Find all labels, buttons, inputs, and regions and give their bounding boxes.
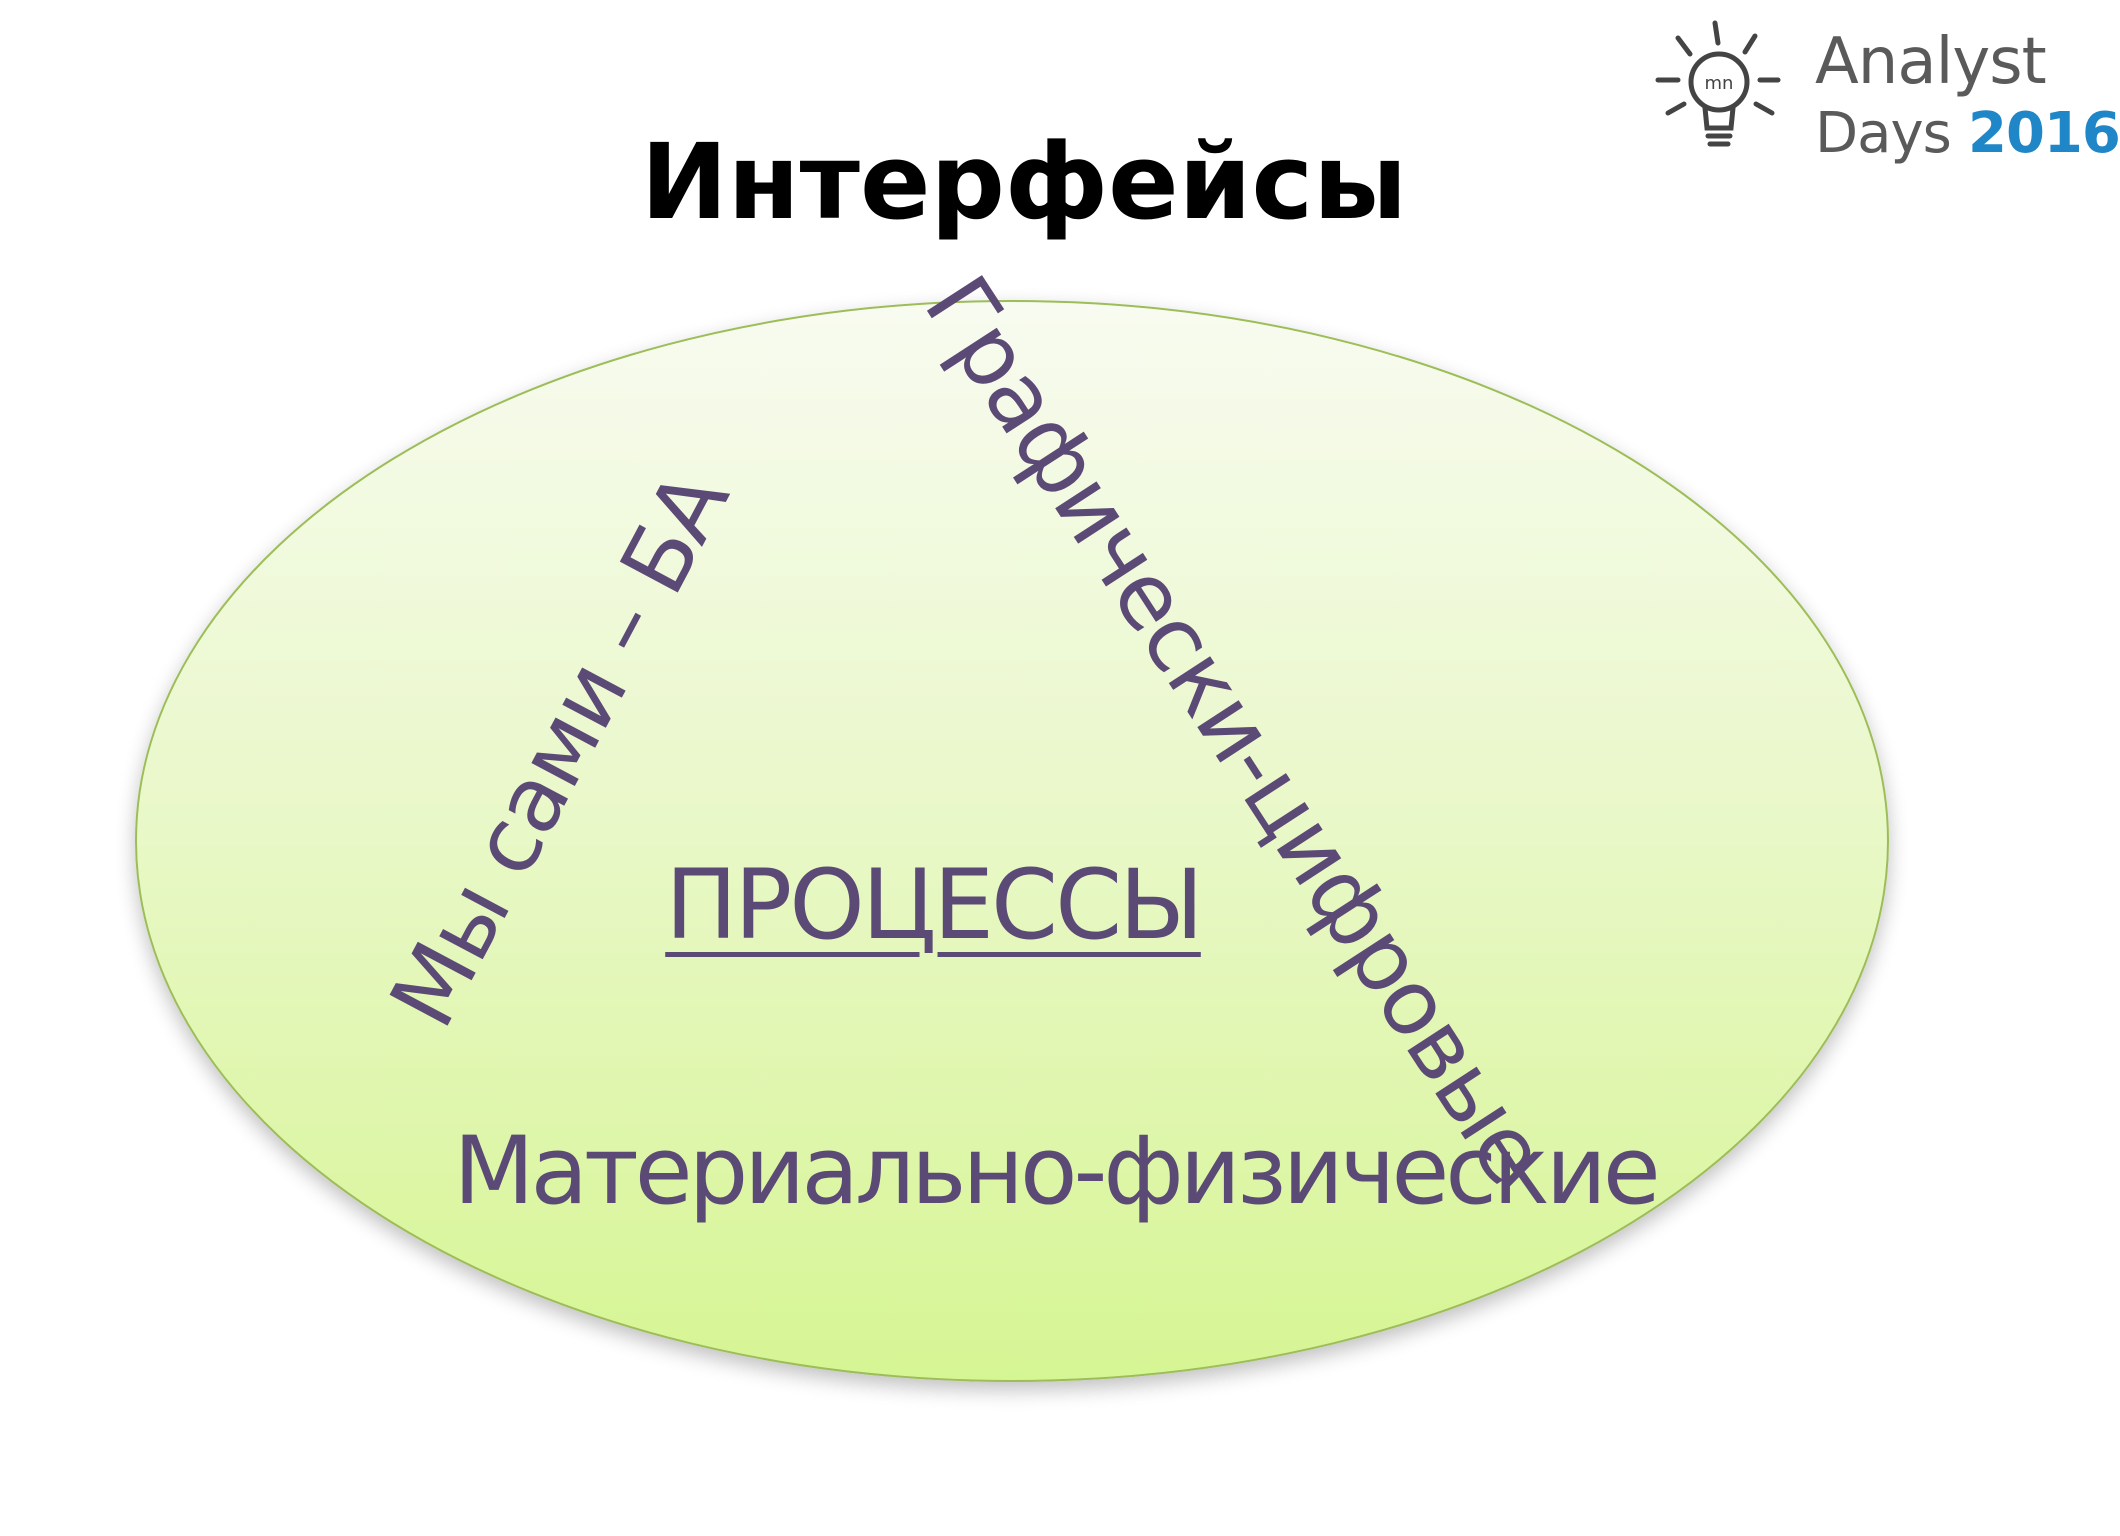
logo-year: 2016 <box>1968 101 2120 166</box>
label-material-physical: Материально-физические <box>453 1117 1660 1226</box>
bulb-text: mn <box>1705 73 1734 94</box>
ellipse-shape <box>135 300 1889 1382</box>
analyst-days-logo: mn Analyst Days 2016 <box>1650 18 2120 178</box>
logo-word-days: Days <box>1815 101 1952 166</box>
diagram-ellipse <box>135 300 1889 1382</box>
slide: Интерфейсы mn Analyst Days 2016 Мы сами … <box>135 18 2120 1382</box>
slide-title: Интерфейсы <box>640 121 1408 243</box>
lightbulb-icon: mn <box>1655 20 1781 147</box>
label-processes: ПРОЦЕССЫ <box>665 849 1204 961</box>
logo-word-analyst: Analyst <box>1815 25 2047 99</box>
